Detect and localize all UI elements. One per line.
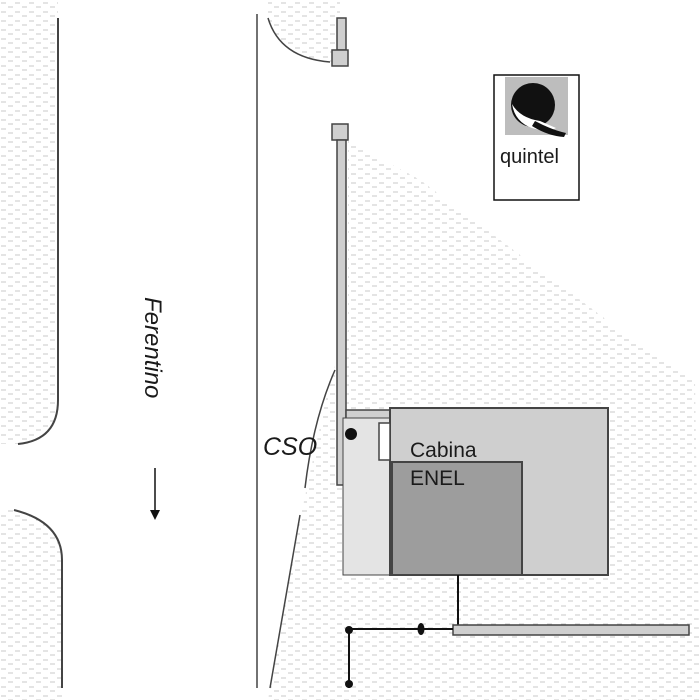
cable-junction-3 (345, 680, 353, 688)
curb-curve (304, 369, 336, 489)
quintel-q-logo-icon (511, 83, 566, 137)
logo-text: quintel (500, 146, 559, 168)
road-name-ferentino: Ferentino (139, 297, 166, 398)
curb-line (269, 514, 301, 689)
cable-network (345, 575, 690, 688)
cable-junction-1 (345, 626, 353, 634)
road-edges (13, 14, 336, 689)
building-inner (391, 461, 523, 576)
cabina-label-line1: Cabina (410, 439, 477, 462)
road-edge-corner (267, 17, 331, 63)
road-edge-left-lower (13, 509, 63, 688)
quintel-logo: quintel (493, 74, 580, 201)
pipe-horizontal (452, 624, 690, 636)
cabina-label-line2: ENEL (410, 467, 465, 490)
cso-dot-icon (345, 428, 357, 440)
terrain-top-corner (268, 0, 340, 62)
arrow-down-icon (150, 468, 160, 520)
cable-junction-2 (417, 623, 425, 635)
manhole-top (331, 49, 349, 67)
cso-label: CSO (263, 433, 317, 461)
terrain-left-lower (0, 510, 62, 700)
terrain-left-upper (0, 0, 58, 444)
road-edge-left-upper (17, 18, 59, 445)
manhole-middle (331, 123, 349, 141)
duct-vertical (336, 139, 347, 486)
entry-door (378, 422, 391, 461)
duct-top-segment (336, 17, 347, 51)
cabina-enel-building (342, 407, 609, 576)
